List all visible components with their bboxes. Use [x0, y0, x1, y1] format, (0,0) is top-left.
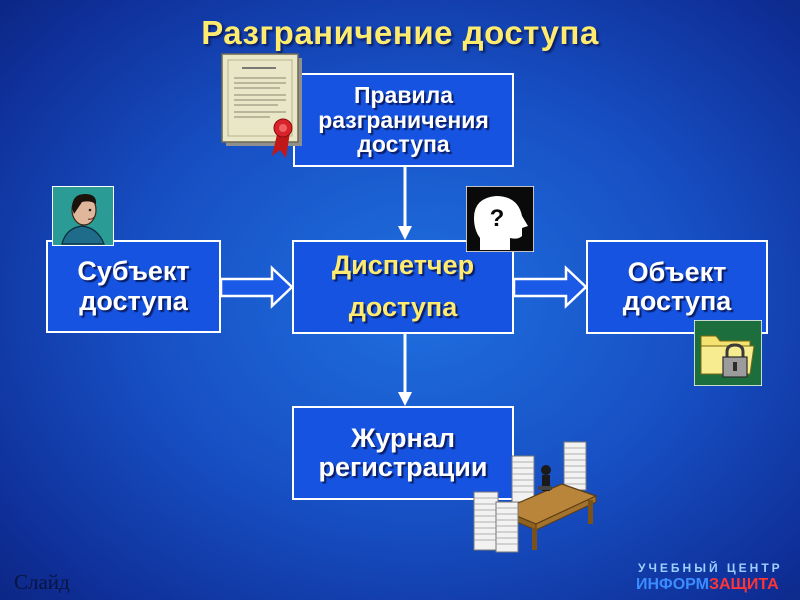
node-access-dispatcher: Диспетчер доступа	[292, 240, 514, 334]
training-center-label: УЧЕБНЫЙ ЦЕНТР	[638, 561, 783, 575]
arrow-subject-to-dispatcher	[219, 265, 294, 309]
node-audit-journal-line2: регистрации	[318, 452, 488, 482]
node-access-object: Объект доступа	[586, 240, 768, 334]
brand-part1: ИНФОРМ	[636, 576, 709, 593]
person-icon	[52, 186, 114, 246]
node-access-rules-line2: разграничения	[318, 106, 489, 133]
brand-logo: ИНФОРМЗАЩИТА	[636, 576, 779, 594]
locked-folder-icon	[694, 320, 762, 386]
question-head-icon: ?	[466, 186, 534, 252]
node-audit-journal-line1: Журнал	[350, 422, 456, 453]
svg-text:?: ?	[490, 205, 505, 232]
node-access-dispatcher-line2: доступа	[348, 292, 458, 322]
brand-part2: ЗАЩИТА	[708, 576, 779, 593]
arrow-rules-to-dispatcher	[398, 167, 412, 240]
node-access-subject-line1: Субъект	[77, 256, 190, 287]
node-access-object-line1: Объект	[627, 256, 727, 287]
node-access-rules-line3: доступа	[357, 131, 450, 158]
arrow-dispatcher-to-object	[512, 265, 588, 309]
desk-with-paper-stacks-icon	[473, 441, 598, 553]
arrow-dispatcher-to-journal	[398, 334, 412, 406]
slide-label: Слайд	[14, 570, 70, 594]
slide-title: Разграничение доступа	[201, 14, 599, 51]
node-access-rules: Правила разграничения доступа	[293, 73, 514, 167]
certificate-icon	[221, 53, 302, 158]
node-access-rules-line1: Правила	[353, 81, 454, 108]
node-access-dispatcher-line1: Диспетчер	[331, 250, 475, 281]
node-audit-journal: Журнал регистрации	[292, 406, 514, 500]
node-access-subject-line2: доступа	[79, 285, 188, 316]
node-access-subject: Субъект доступа	[46, 240, 221, 333]
node-access-object-line2: доступа	[622, 286, 732, 316]
